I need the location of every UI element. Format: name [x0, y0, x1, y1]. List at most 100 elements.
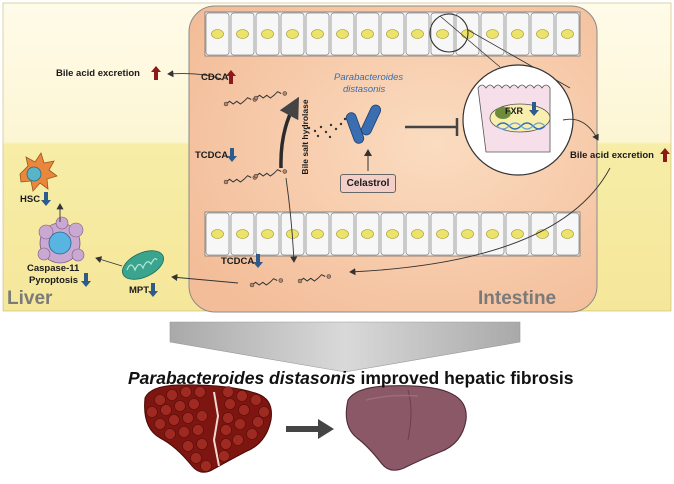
zoom-source-circle — [429, 13, 469, 53]
macrophage-icon — [37, 216, 85, 264]
fibrotic-nodule — [238, 404, 250, 416]
cell-nucleus — [261, 29, 274, 39]
up-arrow-icon — [151, 66, 161, 80]
fibrotic-nodule — [182, 412, 194, 424]
fibrotic-nodule — [220, 438, 232, 450]
epithelium-top — [204, 11, 581, 57]
fibrotic-nodule — [252, 416, 264, 428]
down-arrow-icon — [41, 192, 51, 206]
cell-nucleus — [311, 29, 324, 39]
hepatic-stellate-cell-icon — [19, 152, 58, 192]
fibrotic-nodule — [178, 426, 190, 438]
fibrotic-nodule — [220, 424, 232, 436]
label-bacterium-genus: Parabacteroides — [334, 72, 404, 83]
fibrotic-nodule — [194, 386, 206, 398]
label-mpt: MPT — [129, 285, 150, 296]
bacterium-icon — [345, 104, 382, 144]
fibrotic-nodule — [196, 438, 208, 450]
fibrotic-nodule — [258, 406, 270, 418]
cell-nucleus — [336, 29, 349, 39]
enlarged-enterocyte — [462, 64, 574, 176]
bile-acid-molecule — [255, 169, 282, 177]
bile-acid-molecule — [251, 278, 278, 286]
down-arrow-icon — [529, 102, 539, 116]
fibrotic-nodule — [250, 394, 262, 406]
funnel-arrow — [169, 321, 521, 373]
celastrol-box: Celastrol — [340, 174, 396, 193]
fibrotic-liver-icon — [144, 384, 272, 473]
cell-nucleus — [411, 229, 424, 239]
fibrotic-nodule — [224, 398, 236, 410]
label-bile-acid-excretion-left: Bile acid excretion — [56, 68, 140, 79]
cell-nucleus — [211, 29, 224, 39]
cell-nucleus — [486, 29, 499, 39]
fibrotic-nodule — [222, 412, 234, 424]
cell-nucleus — [561, 29, 574, 39]
cell-nucleus — [311, 229, 324, 239]
cell-nucleus — [511, 29, 524, 39]
cell-nucleus — [261, 229, 274, 239]
cell-nucleus — [461, 229, 474, 239]
cell-nucleus — [361, 29, 374, 39]
fibrotic-nodule — [246, 428, 258, 440]
fibrotic-nodule — [222, 386, 234, 398]
fibrotic-nodule — [154, 394, 166, 406]
down-arrow-icon — [227, 148, 237, 162]
bile-acid-molecule — [225, 175, 252, 183]
fibrotic-nodule — [192, 424, 204, 436]
label-bile-salt-hydrolase: Bile salt hydrolase — [300, 99, 310, 175]
cell-nucleus — [211, 229, 224, 239]
improvement-arrow — [286, 419, 334, 439]
label-bacterium-species: distasonis — [343, 84, 386, 95]
fibrotic-nodule — [164, 428, 176, 440]
cell-nucleus — [561, 229, 574, 239]
cell-nucleus — [286, 29, 299, 39]
fibrotic-nodule — [160, 404, 172, 416]
mitochondrion-icon — [122, 250, 164, 280]
fibrotic-nodule — [166, 389, 178, 401]
cell-nucleus — [236, 29, 249, 39]
cell-nucleus — [536, 29, 549, 39]
fibrotic-nodule — [196, 410, 208, 422]
label-tcdca-bottom: TCDCA — [221, 256, 255, 267]
down-arrow-icon — [253, 254, 263, 268]
down-arrow-icon — [148, 283, 158, 297]
fibrotic-nodule — [182, 440, 194, 452]
healthy-liver-icon — [345, 385, 467, 471]
down-arrow-icon — [81, 273, 91, 287]
bile-acid-molecule — [225, 97, 252, 105]
region-label-liver: Liver — [7, 288, 53, 309]
fibrotic-nodule — [190, 452, 202, 464]
cell-nucleus — [436, 29, 449, 39]
fibrotic-nodule — [234, 418, 246, 430]
label-hsc: HSC — [20, 194, 41, 205]
fibrotic-nodule — [200, 460, 212, 472]
cell-nucleus — [386, 229, 399, 239]
summary-title: Parabacteroides distasonis improved hepa… — [128, 368, 573, 389]
fibrotic-nodule — [174, 400, 186, 412]
fibrotic-nodule — [188, 398, 200, 410]
fibrotic-nodule — [232, 434, 244, 446]
label-bile-acid-excretion-right: Bile acid excretion — [570, 150, 654, 161]
label-fxr: FXR — [505, 106, 523, 116]
label-caspase-11: Caspase-11 — [27, 263, 80, 274]
fibrotic-nodule — [218, 450, 230, 462]
cell-nucleus — [411, 29, 424, 39]
cell-nucleus — [436, 229, 449, 239]
summary-title-species: Parabacteroides distasonis — [128, 368, 356, 388]
epithelium-bottom — [204, 211, 581, 257]
fibrotic-nodule — [180, 386, 192, 398]
fibrotic-nodule — [146, 406, 158, 418]
bile-acid-molecule — [299, 274, 326, 282]
fibrotic-nodule — [236, 390, 248, 402]
label-tcdca-top: TCDCA — [195, 150, 229, 161]
label-cdca: CDCA — [201, 72, 229, 83]
summary-title-rest: improved hepatic fibrosis — [355, 368, 574, 388]
up-arrow-icon — [660, 148, 670, 162]
region-label-intestine: Intestine — [478, 288, 557, 309]
cell-nucleus — [486, 229, 499, 239]
cell-nucleus — [361, 229, 374, 239]
label-pyroptosis: Pyroptosis — [29, 275, 79, 286]
fibrotic-nodule — [154, 418, 166, 430]
